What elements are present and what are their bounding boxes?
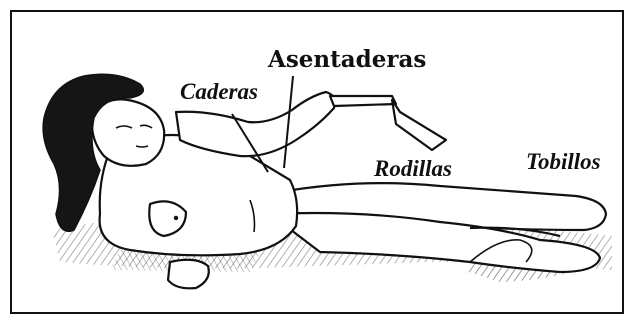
label-asentaderas: Asentaderas <box>268 48 426 71</box>
label-tobillos: Tobillos <box>526 150 601 173</box>
label-caderas: Caderas <box>180 80 258 103</box>
head <box>92 99 164 165</box>
label-rodillas: Rodillas <box>374 157 452 180</box>
lower-hand <box>168 260 209 289</box>
